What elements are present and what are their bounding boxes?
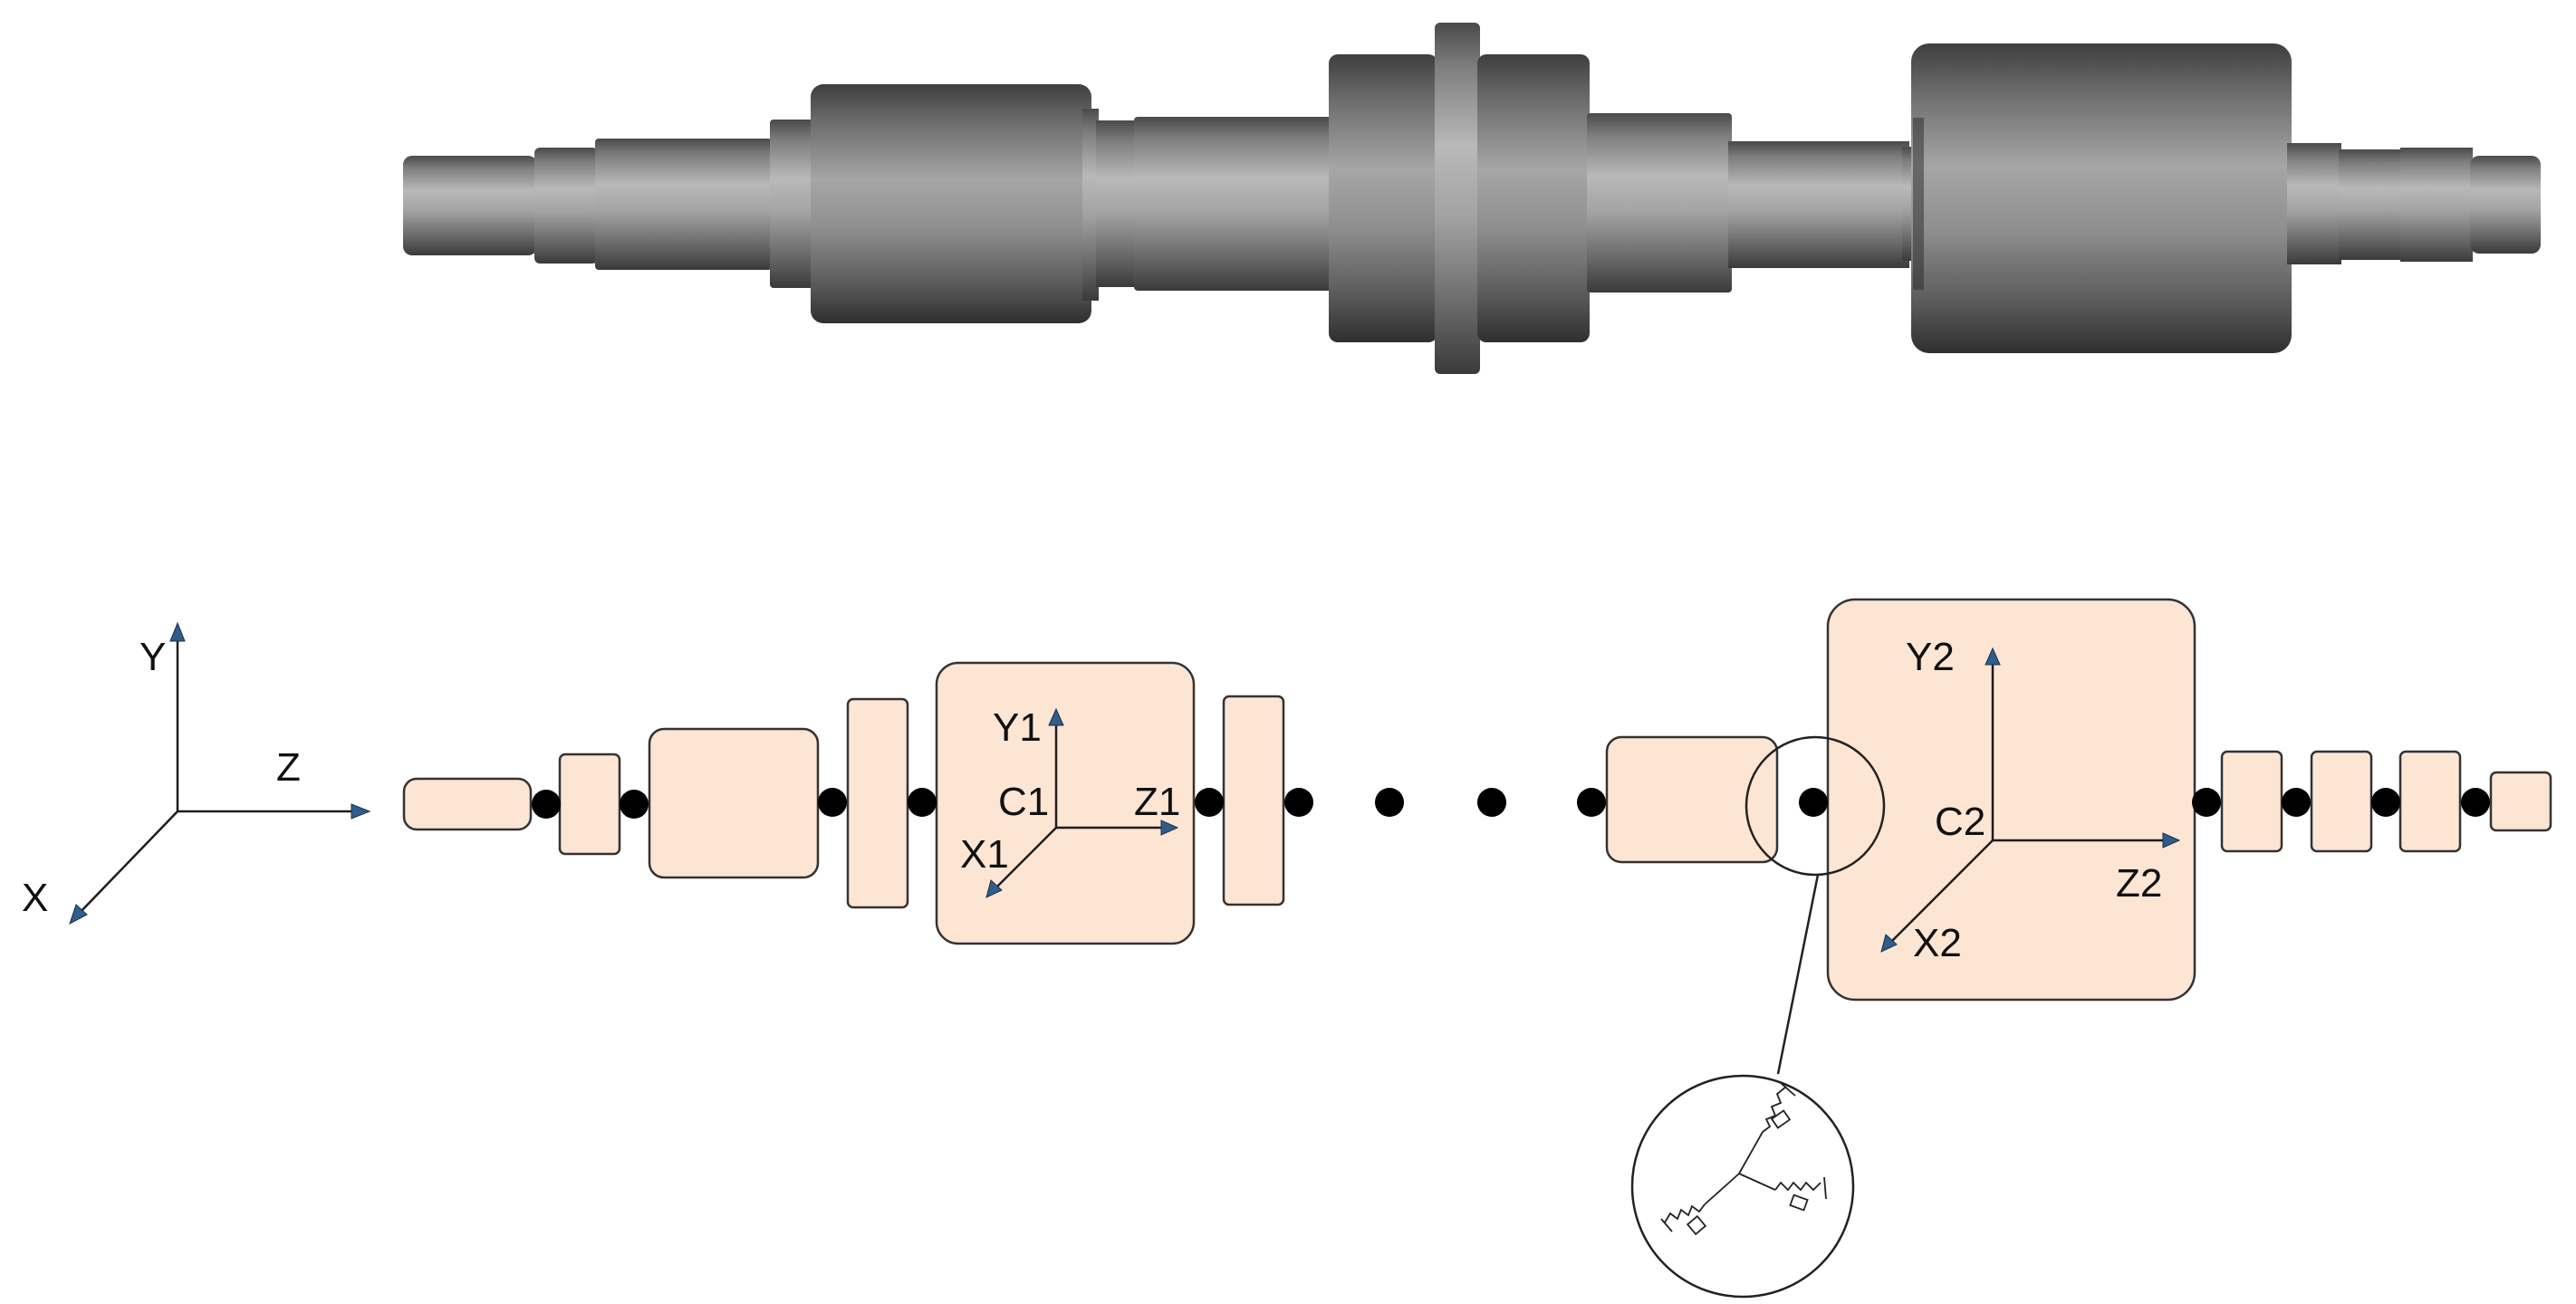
frame1-label-x: X1 (960, 832, 1009, 877)
frame1-label-z: Z1 (1134, 780, 1180, 824)
shaft-left-disc (811, 84, 1099, 323)
frame2-label-x: X2 (1913, 921, 1962, 965)
block-10 (2310, 750, 2373, 853)
ellipsis-dot (1477, 788, 1506, 817)
axis-label-y: Y (139, 635, 166, 679)
block-6 (1222, 695, 1285, 906)
block-2 (558, 753, 621, 856)
frame1-label-c: C1 (998, 780, 1049, 824)
zoom-leader-line (1776, 874, 1820, 1075)
node (1284, 788, 1313, 817)
axis-label-z: Z (276, 745, 301, 790)
block-12 (2489, 771, 2552, 832)
node (2371, 788, 2400, 817)
ellipsis-dot (1375, 788, 1404, 817)
block-9 (2220, 750, 2283, 853)
spring-damper-icon (1660, 1082, 1827, 1236)
node (818, 788, 847, 817)
node (2192, 788, 2221, 817)
bearing-detail (1630, 735, 1886, 1299)
local-frame-1: Y1 C1 Z1 X1 (960, 705, 1180, 898)
node (908, 788, 937, 817)
lumped-blocks (402, 598, 2552, 1002)
node (2282, 788, 2311, 817)
node (620, 790, 649, 819)
frame2-label-c: C2 (1935, 800, 1985, 844)
frame1-label-y: Y1 (993, 705, 1042, 750)
detail-circle (1630, 1074, 1855, 1299)
shaft-right-journal (2287, 143, 2541, 264)
axis-label-x: X (22, 876, 48, 920)
shaft-middle-section (1096, 23, 1909, 374)
frame2-label-y: Y2 (1906, 635, 1955, 679)
node (532, 790, 561, 819)
local-frame-2: Y2 C2 Z2 X2 (1880, 635, 2181, 965)
shaft-3d-model (403, 23, 2541, 374)
nodes (532, 788, 2490, 819)
shaft-left-journal (403, 120, 813, 288)
node (1799, 788, 1828, 817)
block-5-disc-c1 (935, 661, 1196, 945)
block-1 (402, 777, 533, 831)
block-4 (846, 697, 909, 909)
node (2461, 788, 2490, 817)
zoom-circle (1745, 735, 1886, 877)
block-3 (648, 727, 820, 879)
block-7 (1605, 735, 1779, 864)
block-11 (2398, 750, 2462, 853)
ellipsis-dot (1577, 788, 1606, 817)
global-axes: Y Z X (22, 621, 371, 925)
shaft-right-rotor (1902, 43, 2292, 353)
frame2-label-z: Z2 (2116, 861, 2162, 906)
node (1195, 788, 1224, 817)
